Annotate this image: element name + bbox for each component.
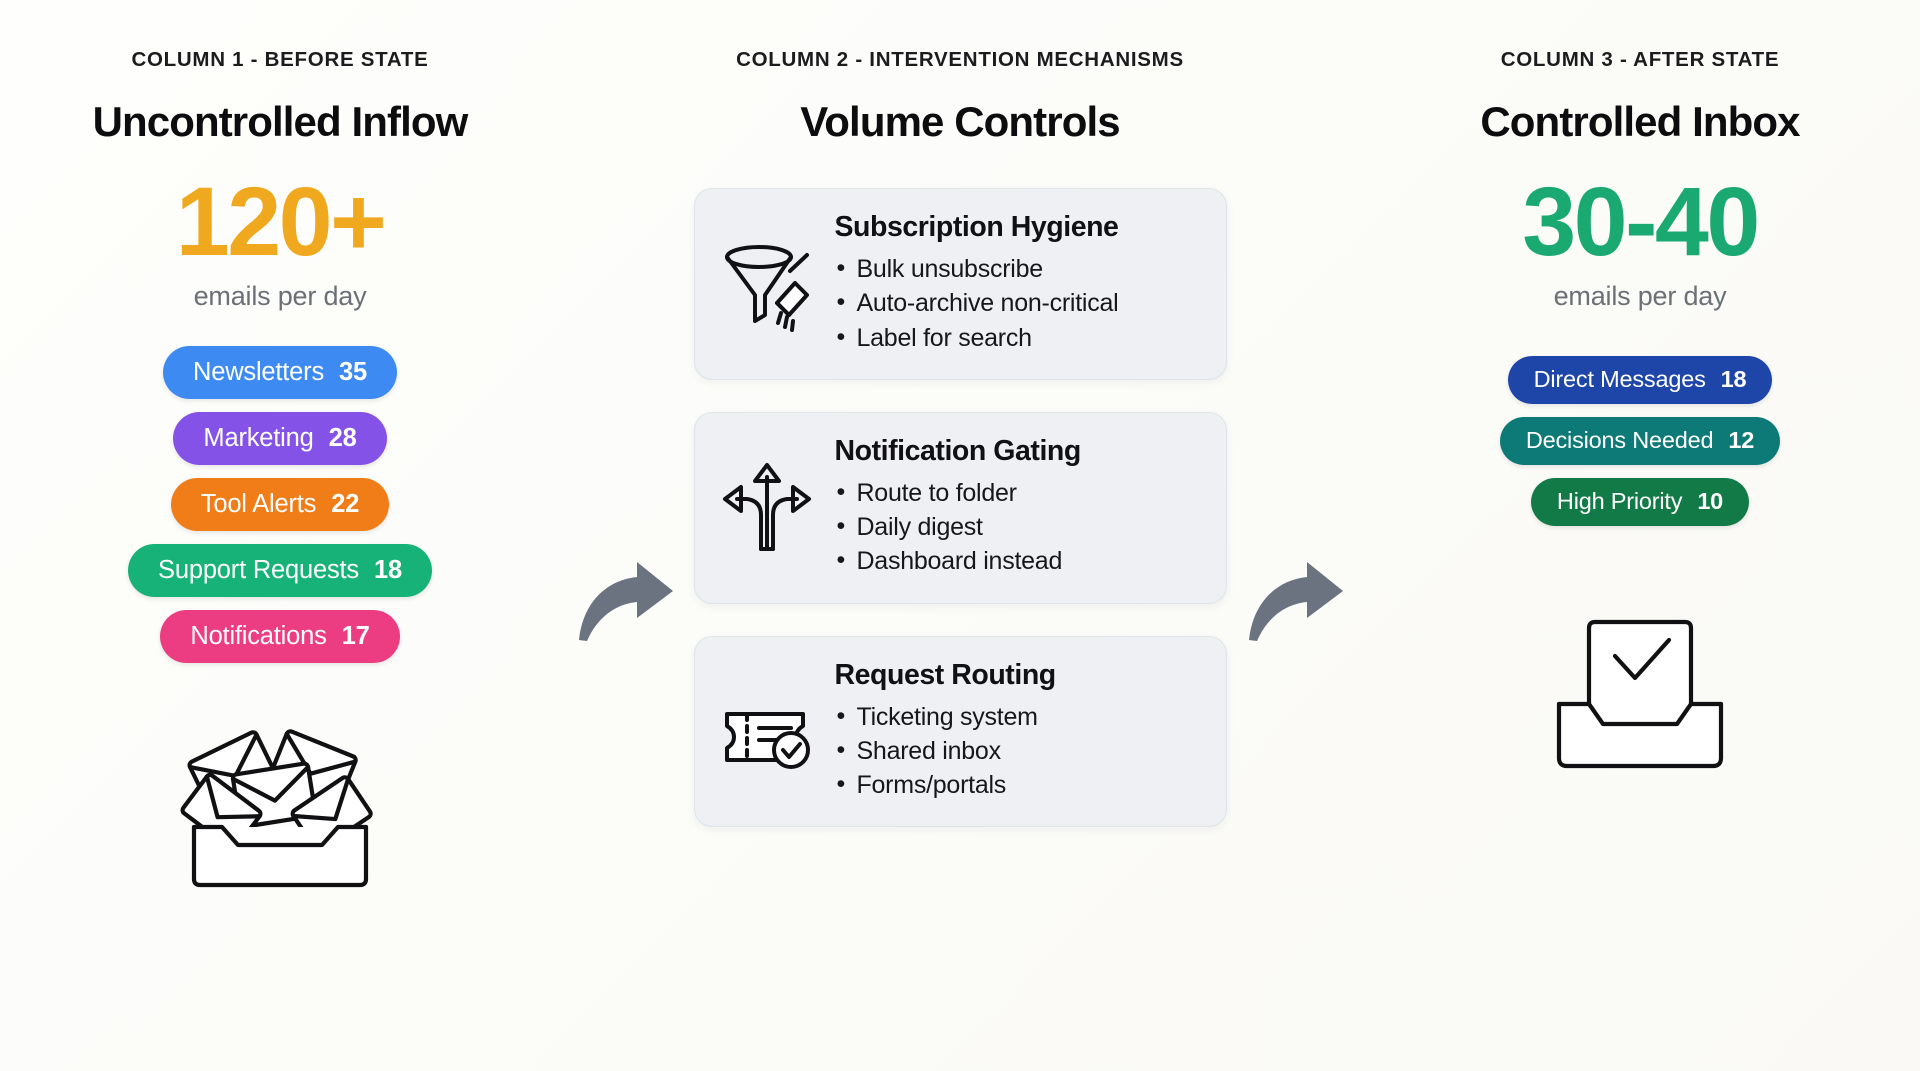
- card-subscription-hygiene[interactable]: Subscription Hygiene Bulk unsubscribe Au…: [693, 188, 1227, 380]
- pill-direct-messages[interactable]: Direct Messages 18: [1507, 355, 1773, 404]
- column-3-eyebrow: COLUMN 3 - AFTER STATE: [1500, 48, 1780, 71]
- column-1-eyebrow: COLUMN 1 - BEFORE STATE: [131, 48, 429, 71]
- pill-count: 10: [1697, 488, 1724, 515]
- card-bullet-list: Bulk unsubscribe Auto-archive non-critic…: [835, 251, 1202, 355]
- card-bullet-list: Route to folder Daily digest Dashboard i…: [835, 475, 1202, 579]
- before-stat-number: 120+: [175, 167, 387, 276]
- card-body: Notification Gating Route to folder Dail…: [835, 435, 1202, 579]
- column-1-title: Uncontrolled Inflow: [92, 98, 469, 145]
- messy-envelope-pile-icon: [160, 709, 400, 894]
- pill-label: Support Requests: [158, 555, 359, 584]
- pill-label: High Priority: [1556, 488, 1683, 515]
- after-stat-block: 30-40 emails per day: [1522, 167, 1760, 312]
- pill-count: 28: [328, 423, 357, 452]
- column-2-title: Volume Controls: [800, 98, 1120, 145]
- card-body: Request Routing Ticketing system Shared …: [835, 659, 1202, 803]
- card-request-routing[interactable]: Request Routing Ticketing system Shared …: [693, 635, 1227, 828]
- pill-marketing[interactable]: Marketing 28: [173, 411, 387, 465]
- after-stat-number: 30-40: [1522, 167, 1760, 276]
- card-bullet: Ticketing system: [835, 698, 1202, 734]
- pill-count: 18: [373, 555, 402, 584]
- card-bullet-list: Ticketing system Shared inbox Forms/port…: [835, 698, 1202, 803]
- card-title: Subscription Hygiene: [834, 211, 1119, 243]
- after-stat-caption: emails per day: [1553, 280, 1727, 311]
- ticket-check-icon: [715, 678, 819, 782]
- pill-count: 22: [331, 489, 360, 518]
- column-before-state: COLUMN 1 - BEFORE STATE Uncontrolled Inf…: [0, 0, 560, 894]
- card-body: Subscription Hygiene Bulk unsubscribe Au…: [835, 211, 1202, 355]
- pill-decisions-needed[interactable]: Decisions Needed 12: [1499, 416, 1781, 465]
- card-bullet: Label for search: [835, 319, 1202, 355]
- card-bullet: Bulk unsubscribe: [835, 251, 1202, 286]
- column-after-state: COLUMN 3 - AFTER STATE Controlled Inbox …: [1360, 0, 1920, 786]
- column-3-title: Controlled Inbox: [1480, 98, 1800, 145]
- pill-label: Tool Alerts: [200, 489, 317, 518]
- card-bullet: Shared inbox: [835, 733, 1202, 768]
- card-bullet: Route to folder: [835, 475, 1202, 510]
- card-bullet: Forms/portals: [835, 767, 1202, 802]
- pill-count: 35: [339, 357, 367, 386]
- pill-label: Notifications: [190, 621, 327, 650]
- arrow-col1-to-col2: [560, 0, 690, 644]
- card-notification-gating[interactable]: Notification Gating Route to folder Dail…: [693, 411, 1227, 604]
- card-bullet: Auto-archive non-critical: [835, 285, 1202, 320]
- funnel-broom-icon: [715, 231, 819, 335]
- card-bullet: Daily digest: [835, 509, 1202, 544]
- after-pill-stack: Direct Messages 18 Decisions Needed 12 H…: [1499, 355, 1781, 526]
- pill-count: 17: [341, 621, 370, 650]
- column-intervention-mechanisms: COLUMN 2 - INTERVENTION MECHANISMS Volum…: [690, 0, 1230, 828]
- pill-label: Direct Messages: [1533, 366, 1706, 393]
- card-title: Request Routing: [834, 658, 1057, 691]
- pill-high-priority[interactable]: High Priority 10: [1530, 477, 1750, 526]
- pill-label: Decisions Needed: [1525, 427, 1714, 454]
- before-stat-block: 120+ emails per day: [175, 167, 387, 312]
- pill-support-requests[interactable]: Support Requests 18: [128, 543, 432, 597]
- pill-count: 18: [1720, 366, 1747, 393]
- pill-notifications[interactable]: Notifications 17: [160, 609, 400, 663]
- before-pill-stack: Newsletters 35 Marketing 28 Tool Alerts …: [128, 345, 432, 663]
- pill-label: Newsletters: [193, 357, 325, 386]
- card-bullet: Dashboard instead: [835, 543, 1202, 578]
- pill-label: Marketing: [203, 423, 314, 452]
- organized-inbox-tray-check-icon: [1537, 596, 1743, 786]
- pill-newsletters[interactable]: Newsletters 35: [163, 345, 397, 399]
- arrow-col2-to-col3: [1230, 0, 1360, 644]
- three-way-arrow-icon: [715, 455, 819, 559]
- pill-tool-alerts[interactable]: Tool Alerts 22: [170, 477, 390, 531]
- column-2-eyebrow: COLUMN 2 - INTERVENTION MECHANISMS: [736, 48, 1184, 71]
- mechanism-card-stack: Subscription Hygiene Bulk unsubscribe Au…: [690, 188, 1230, 828]
- pill-count: 12: [1728, 427, 1755, 454]
- before-stat-caption: emails per day: [193, 280, 367, 311]
- card-title: Notification Gating: [834, 434, 1082, 467]
